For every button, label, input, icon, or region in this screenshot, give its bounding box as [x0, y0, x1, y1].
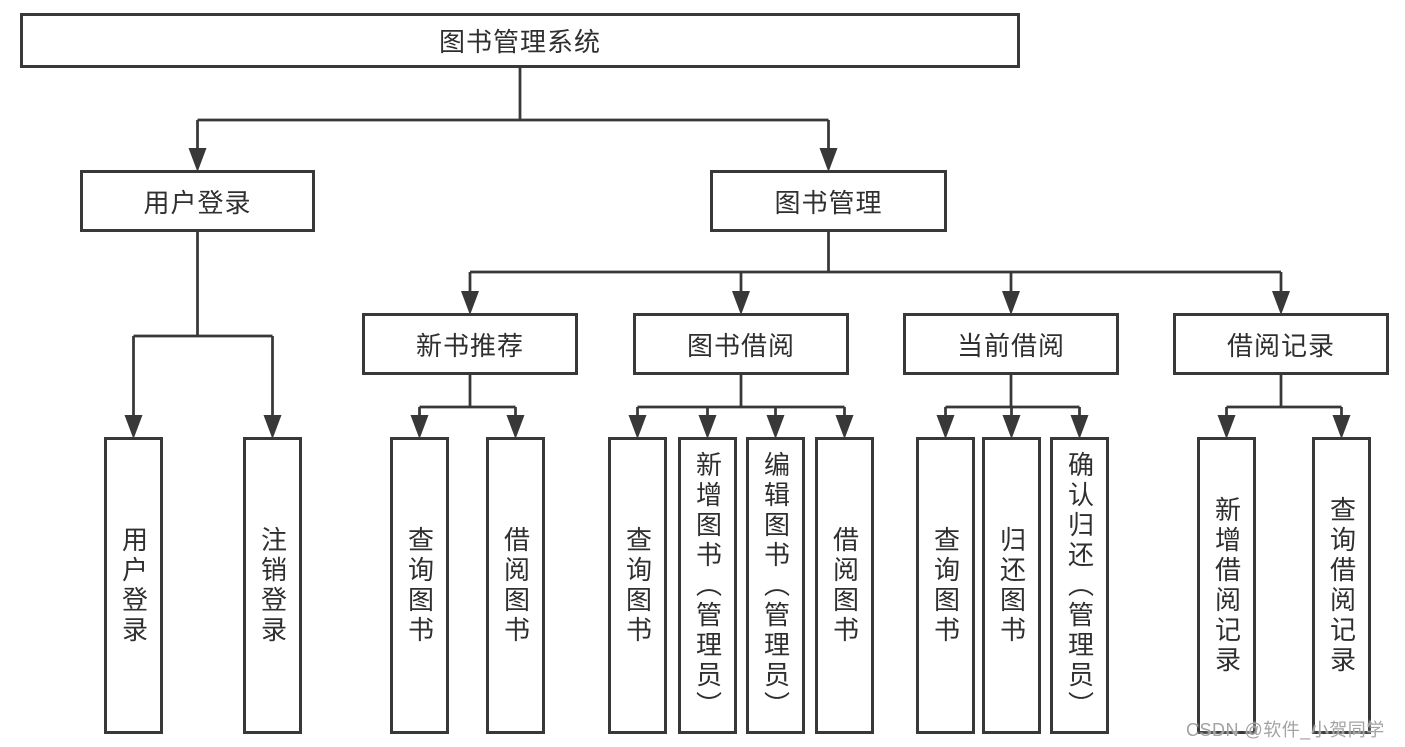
- leaf-bb-add-books-admin-label: 新增图书（管理员）: [692, 450, 723, 721]
- leaf-user-login: 用户登录: [104, 437, 163, 734]
- leaf-cb-return-books: 归还图书: [982, 437, 1041, 734]
- node-book-management: 图书管理: [710, 170, 947, 232]
- leaf-br-add-borrow-record-label: 新增借阅记录: [1211, 495, 1242, 676]
- leaf-bb-query-books: 查询图书: [608, 437, 667, 734]
- leaf-cb-confirm-return-admin: 确认归还（管理员）: [1050, 437, 1109, 734]
- leaf-nb-query-books: 查询图书: [390, 437, 449, 734]
- leaf-nb-borrow-books-label: 借阅图书: [500, 525, 531, 646]
- leaf-br-query-borrow-record: 查询借阅记录: [1312, 437, 1371, 734]
- leaf-nb-query-books-label: 查询图书: [404, 525, 435, 646]
- leaf-br-query-borrow-record-label: 查询借阅记录: [1326, 495, 1357, 676]
- leaf-cb-confirm-return-admin-label: 确认归还（管理员）: [1064, 450, 1095, 721]
- node-current-borrowing: 当前借阅: [903, 313, 1119, 375]
- node-root: 图书管理系统: [20, 13, 1020, 68]
- leaf-logout: 注销登录: [243, 437, 302, 734]
- leaf-user-login-label: 用户登录: [118, 525, 149, 646]
- leaf-bb-add-books-admin: 新增图书（管理员）: [678, 437, 737, 734]
- leaf-logout-label: 注销登录: [257, 525, 288, 646]
- node-user-login: 用户登录: [80, 170, 315, 232]
- leaf-cb-query-books: 查询图书: [916, 437, 975, 734]
- leaf-bb-borrow-books-label: 借阅图书: [829, 525, 860, 646]
- leaf-bb-edit-books-admin: 编辑图书（管理员）: [746, 437, 805, 734]
- leaf-bb-borrow-books: 借阅图书: [815, 437, 874, 734]
- node-borrowing-records: 借阅记录: [1173, 313, 1389, 375]
- node-book-borrowing: 图书借阅: [633, 313, 849, 375]
- leaf-nb-borrow-books: 借阅图书: [486, 437, 545, 734]
- leaf-cb-return-books-label: 归还图书: [996, 525, 1027, 646]
- leaf-bb-query-books-label: 查询图书: [622, 525, 653, 646]
- leaf-cb-query-books-label: 查询图书: [930, 525, 961, 646]
- watermark: CSDN @软件_小贺同学: [1186, 720, 1385, 740]
- leaf-bb-edit-books-admin-label: 编辑图书（管理员）: [760, 450, 791, 721]
- node-new-book-recommend: 新书推荐: [362, 313, 578, 375]
- leaf-br-add-borrow-record: 新增借阅记录: [1197, 437, 1256, 734]
